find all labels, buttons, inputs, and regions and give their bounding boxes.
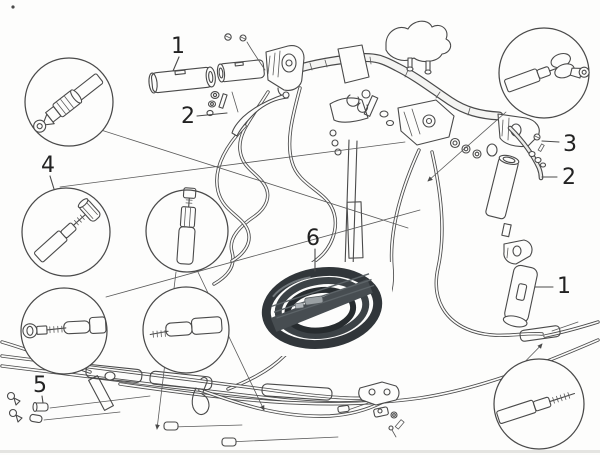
- inset-cable-trunnion-end: [498, 27, 590, 119]
- cable-hook-clip: [191, 377, 210, 415]
- inset-cable-threaded-tip: [493, 358, 585, 450]
- callouts: 1 2 4 6 3 2 1 5: [33, 34, 577, 404]
- callout-line-2-left: [196, 112, 228, 117]
- right-grip-small-parts: [501, 222, 533, 265]
- right-grip: [502, 264, 538, 328]
- inset-cable-adjuster-and-round-nipple: [24, 57, 114, 147]
- inset-cable-barrel-nipple: [21, 187, 111, 277]
- bar-clamp-wedge: [337, 44, 370, 84]
- inset-cable-mushroom-nipple: [20, 287, 108, 375]
- callout-2-left: 2: [181, 104, 195, 129]
- callout-line-3: [541, 140, 560, 143]
- gear-selector-body: [397, 99, 455, 146]
- housing-screws: [224, 33, 266, 71]
- steering-column: [329, 89, 482, 301]
- callout-3: 3: [563, 132, 577, 157]
- callout-line-4: [49, 175, 55, 190]
- callout-1-right: 1: [557, 274, 571, 299]
- handlebar-clamp-bolt: [361, 89, 395, 127]
- callout-6: 6: [306, 226, 320, 251]
- callout-5: 5: [33, 373, 47, 398]
- cable-kit-photo: [258, 262, 392, 356]
- callout-line-1-left: [172, 56, 180, 72]
- scan-speck: [11, 5, 15, 9]
- inset-cable-threaded-adjuster: [145, 187, 229, 273]
- cable-clamp-bracket: [358, 381, 405, 438]
- right-brake-lever: [507, 125, 544, 181]
- right-grip-tube: [485, 154, 520, 220]
- kick-rod: [88, 371, 116, 411]
- handlebar-tube: [288, 44, 504, 121]
- throttle-tube: [216, 59, 265, 83]
- left-grip: [148, 66, 216, 94]
- cable-end-fittings-5: [6, 391, 49, 424]
- callout-2-right: 2: [562, 165, 576, 190]
- throttle-housing: [265, 45, 305, 97]
- inset-cable-ferrule-sleeve: [142, 286, 230, 374]
- grip-tube-opening: [486, 143, 498, 157]
- callout-1-left: 1: [171, 34, 185, 59]
- callout-4: 4: [41, 153, 55, 178]
- cable-sheath-segments: [85, 325, 561, 401]
- right-lever-screws: [528, 133, 547, 168]
- headset-cover: [385, 20, 452, 75]
- callout-line-5: [41, 395, 44, 404]
- scan-edge-artifact: [0, 450, 600, 453]
- left-brake-lever: [231, 91, 290, 137]
